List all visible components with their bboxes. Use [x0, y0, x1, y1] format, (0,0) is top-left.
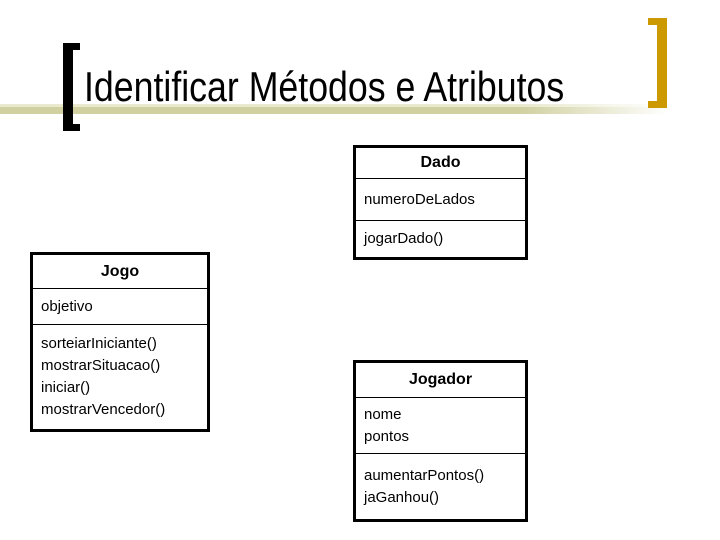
title-underline-bar	[0, 104, 720, 114]
uml-methods-section: jogarDado()	[356, 220, 525, 257]
uml-method: mostrarSituacao()	[41, 357, 161, 374]
uml-method: jaGanhou()	[364, 488, 440, 506]
uml-class-name: Jogador	[408, 371, 473, 388]
uml-methods-section: sorteiarIniciante() mostrarSituacao() in…	[33, 324, 207, 429]
closing-bracket-shape	[648, 18, 667, 108]
uml-method: mostrarVencedor()	[41, 401, 166, 418]
uml-method: aumentarPontos()	[364, 466, 485, 484]
opening-bracket-shape	[63, 43, 80, 131]
uml-class-box-jogo: Jogo objetivo sorteiarIniciante() mostra…	[30, 252, 210, 432]
uml-attributes-section: nome pontos	[356, 397, 525, 453]
uml-attribute: pontos	[364, 427, 410, 445]
uml-attributes-section: numeroDeLados	[356, 178, 525, 220]
uml-class-box-jogador: Jogador nome pontos aumentarPontos() jaG…	[353, 360, 528, 522]
uml-attributes-section: objetivo	[33, 288, 207, 324]
slide-title: Identificar Métodos e Atributos	[84, 63, 565, 110]
uml-class-name: Dado	[420, 154, 461, 171]
uml-method: iniciar()	[41, 379, 91, 396]
uml-method: sorteiarIniciante()	[41, 335, 157, 352]
uml-attribute: nome	[364, 405, 402, 423]
uml-attribute: numeroDeLados	[364, 190, 475, 208]
uml-methods-section: aumentarPontos() jaGanhou()	[356, 453, 525, 519]
uml-class-name: Jogo	[100, 262, 140, 280]
uml-method: jogarDado()	[364, 230, 444, 247]
uml-class-box-dado: Dado numeroDeLados jogarDado()	[353, 145, 528, 260]
uml-attribute: objetivo	[41, 297, 93, 315]
